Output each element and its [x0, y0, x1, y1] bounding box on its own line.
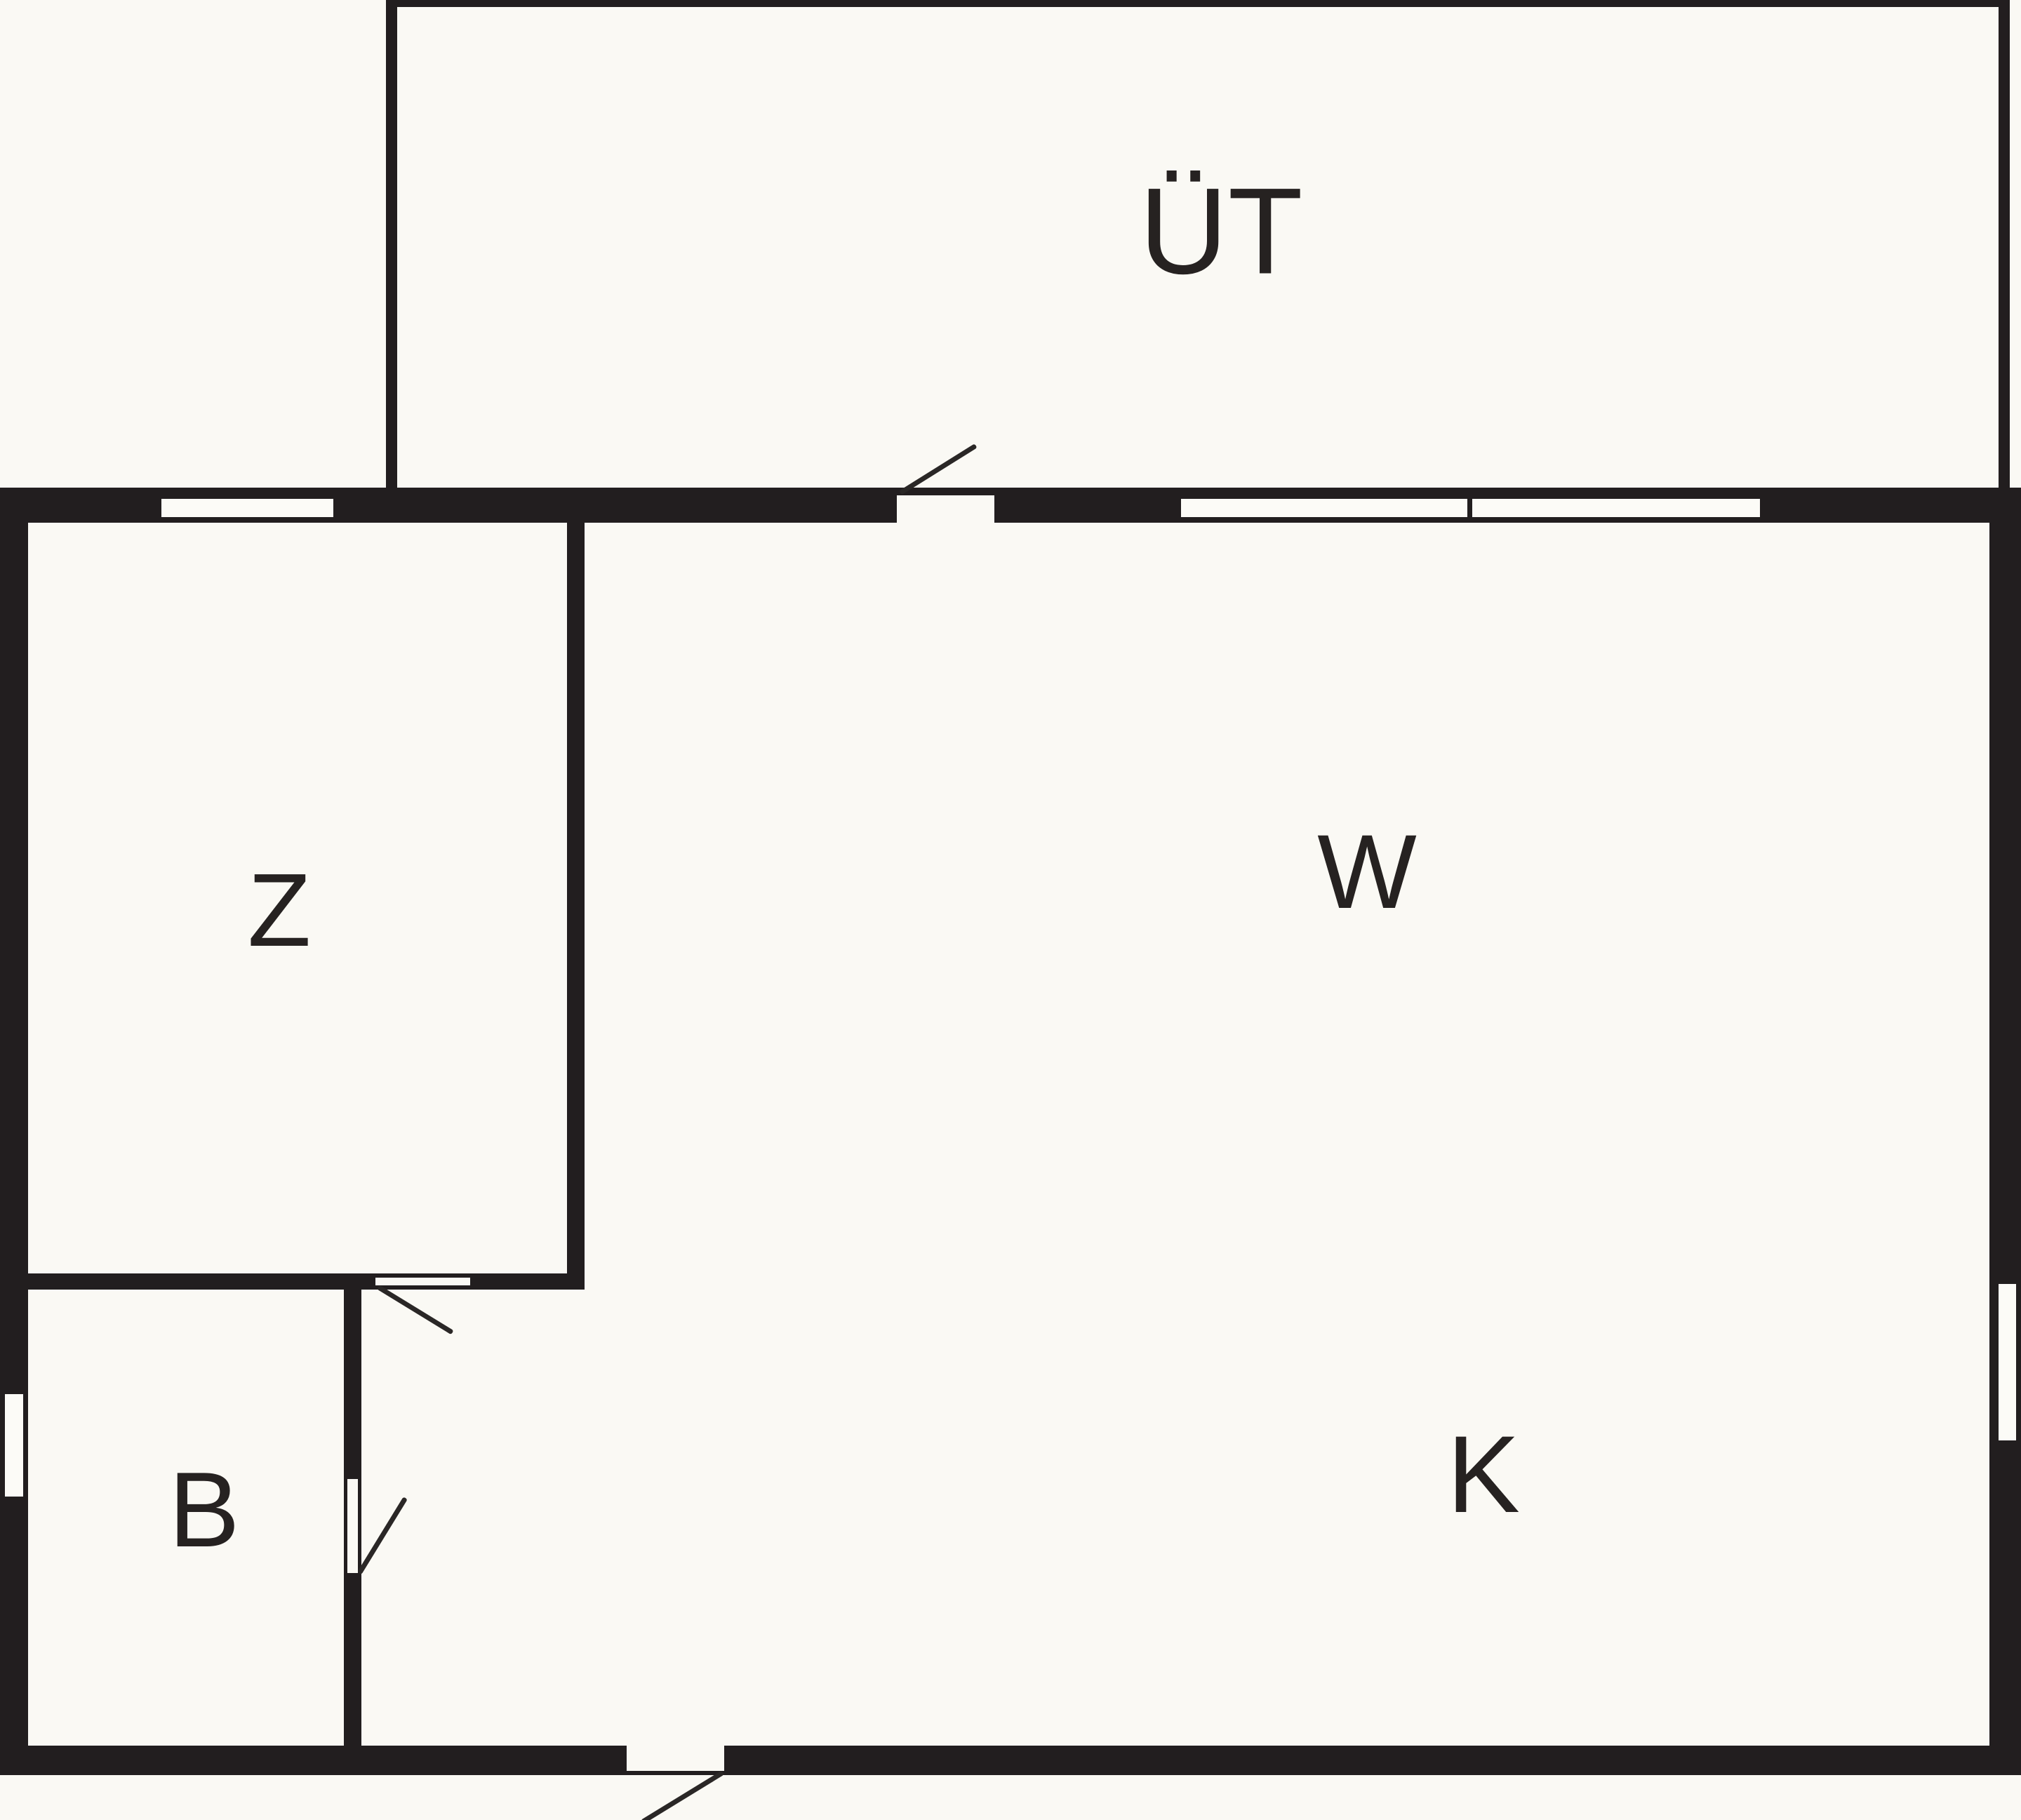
ut-door-opening	[897, 495, 994, 523]
room-label-w: W	[1317, 812, 1417, 930]
entrance-door-opening	[627, 1746, 724, 1775]
ut-door-leaf	[899, 443, 978, 495]
b-right-wall-upper	[344, 1290, 361, 1479]
b-door-right-jamb	[358, 1479, 361, 1573]
b-left-window	[1, 1391, 27, 1500]
z-door-bottom-jamb	[375, 1285, 470, 1290]
z-bottom-wall-left	[28, 1273, 375, 1290]
entrance-door-leaf	[641, 1770, 724, 1820]
top-window-mullion	[1467, 497, 1472, 519]
ut-right-wall	[1999, 0, 2010, 488]
entrance-threshold	[627, 1771, 724, 1775]
z-right-wall	[567, 523, 585, 1290]
b-door-left-jamb	[344, 1479, 347, 1573]
ut-top-wall	[386, 0, 2010, 7]
b-door-leaf	[357, 1496, 408, 1574]
ut-left-wall	[386, 0, 397, 488]
z-door-top-jamb	[375, 1273, 470, 1278]
room-label-ut: ÜT	[1139, 163, 1303, 300]
z-top-window	[158, 495, 337, 521]
k-right-window	[1995, 1280, 2020, 1444]
main-right-wall	[1989, 488, 2021, 1775]
room-label-z: Z	[247, 852, 312, 968]
b-right-wall-lower	[344, 1573, 361, 1746]
main-left-wall	[0, 488, 28, 1775]
main-bottom-wall	[0, 1746, 2021, 1775]
z-bottom-wall-right	[470, 1273, 585, 1290]
z-door-leaf	[377, 1285, 454, 1334]
room-label-b: B	[168, 1450, 240, 1570]
room-label-k: K	[1446, 1414, 1521, 1536]
